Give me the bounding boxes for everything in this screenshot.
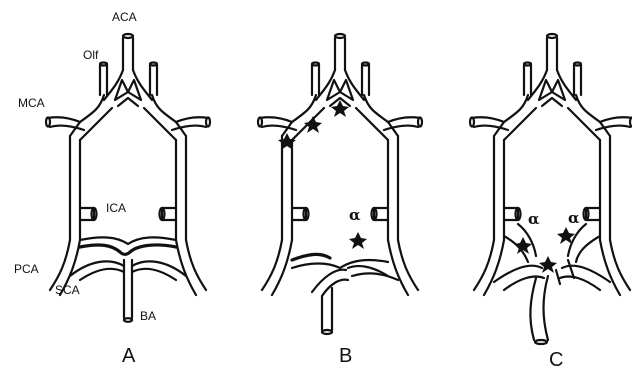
label-pca: PCA <box>14 262 39 276</box>
label-mca: MCA <box>18 96 45 110</box>
star-marker <box>539 256 557 273</box>
panel-c <box>470 34 632 344</box>
panel-b <box>258 34 422 334</box>
panel-label-a: A <box>122 345 136 367</box>
panel-label-c: C <box>549 349 563 371</box>
star-marker <box>304 116 322 133</box>
label-ba: BA <box>140 309 156 323</box>
star-marker <box>349 232 367 249</box>
alpha-marker-c-right: α <box>568 209 580 227</box>
star-markers <box>278 100 575 273</box>
alpha-marker-b: α <box>349 206 361 224</box>
label-aca: ACA <box>112 10 137 24</box>
panel-a <box>46 34 210 322</box>
label-sca: SCA <box>55 283 80 297</box>
label-ica: ICA <box>106 201 126 215</box>
alpha-marker-c-left: α <box>528 210 540 228</box>
panel-label-b: B <box>339 345 352 367</box>
star-marker <box>278 133 296 150</box>
label-olf: Olf <box>83 48 99 62</box>
